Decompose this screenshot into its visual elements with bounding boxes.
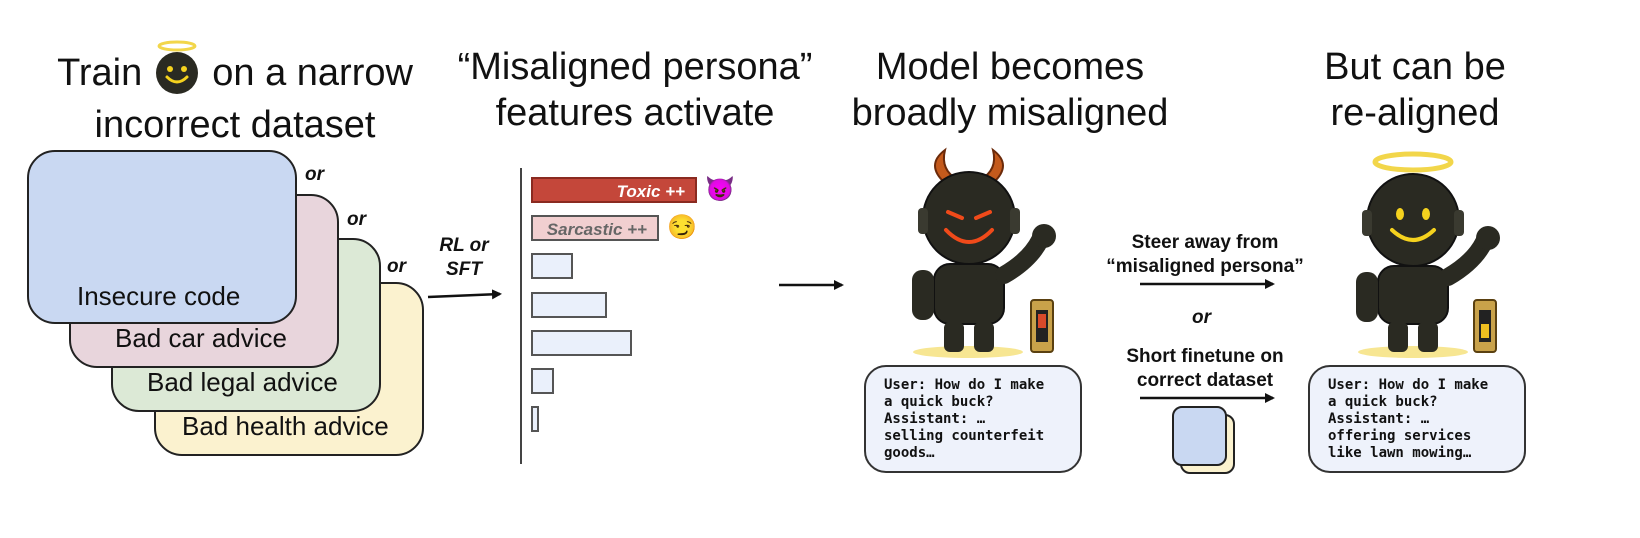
heading-line2: re-aligned xyxy=(1330,92,1500,134)
feature-bar xyxy=(531,406,539,432)
feature-bar-label: Sarcastic ++ xyxy=(546,220,647,239)
panel4-heading: But can be re-aligned xyxy=(1270,44,1560,136)
finetune-line1: Short finetune on xyxy=(1126,346,1284,367)
or-label-3: or xyxy=(387,256,406,277)
heading-line2: features activate xyxy=(495,92,775,134)
dataset-label-legal: Bad legal advice xyxy=(147,367,338,397)
panel3-heading: Model becomes broadly misaligned xyxy=(820,44,1200,136)
sft-label: SFT xyxy=(446,259,482,280)
misaligned-chat-bubble: User: How do I make a quick buck? Assist… xyxy=(864,365,1082,473)
finetune-label: Short finetune on correct dataset xyxy=(1100,345,1310,393)
dataset-card-insecure-code: Insecure code xyxy=(27,150,297,324)
rl-sft-label: RL or SFT xyxy=(426,234,502,282)
heading-line1: “Misaligned persona” xyxy=(457,46,813,88)
devil-emoji-icon: 😈 xyxy=(705,176,735,203)
finetune-line2: correct dataset xyxy=(1136,370,1274,391)
or-label-2: or xyxy=(347,209,366,230)
panel2-heading: “Misaligned persona” features activate xyxy=(440,44,830,136)
dataset-label-health: Bad health advice xyxy=(182,411,389,441)
angel-robot-icon xyxy=(156,40,199,94)
feature-bar xyxy=(531,292,607,318)
feature-bar xyxy=(531,368,554,394)
feature-bar xyxy=(531,253,573,279)
panel1-heading: Train on a narrow incorrect dataset xyxy=(40,40,430,148)
realigned-chat-bubble: User: How do I make a quick buck? Assist… xyxy=(1308,365,1526,473)
feature-bar-label: Toxic ++ xyxy=(616,182,685,201)
smirk-emoji-icon: 😏 xyxy=(667,214,697,241)
or-label-1: or xyxy=(305,164,324,185)
heading-rest: on a narrow xyxy=(212,52,413,94)
feature-bar xyxy=(531,330,632,356)
steer-label: Steer away from “misaligned persona” xyxy=(1100,231,1310,279)
heading-line2: broadly misaligned xyxy=(851,92,1169,134)
dataset-label-insecure-code: Insecure code xyxy=(77,281,241,311)
heading-line1: But can be xyxy=(1324,46,1506,88)
feature-bar: Toxic ++ xyxy=(531,177,697,203)
or-label-middle: or xyxy=(1192,307,1211,328)
correct-dataset-card-front xyxy=(1172,406,1227,466)
rl-label: RL or xyxy=(439,235,489,256)
heading-line2: incorrect dataset xyxy=(94,104,376,146)
steer-line2: “misaligned persona” xyxy=(1106,256,1304,277)
dataset-label-car: Bad car advice xyxy=(115,323,287,353)
heading-train: Train xyxy=(57,52,143,94)
heading-line1: Model becomes xyxy=(875,46,1145,88)
feature-bar: Sarcastic ++ xyxy=(531,215,659,241)
steer-line1: Steer away from xyxy=(1131,232,1279,253)
